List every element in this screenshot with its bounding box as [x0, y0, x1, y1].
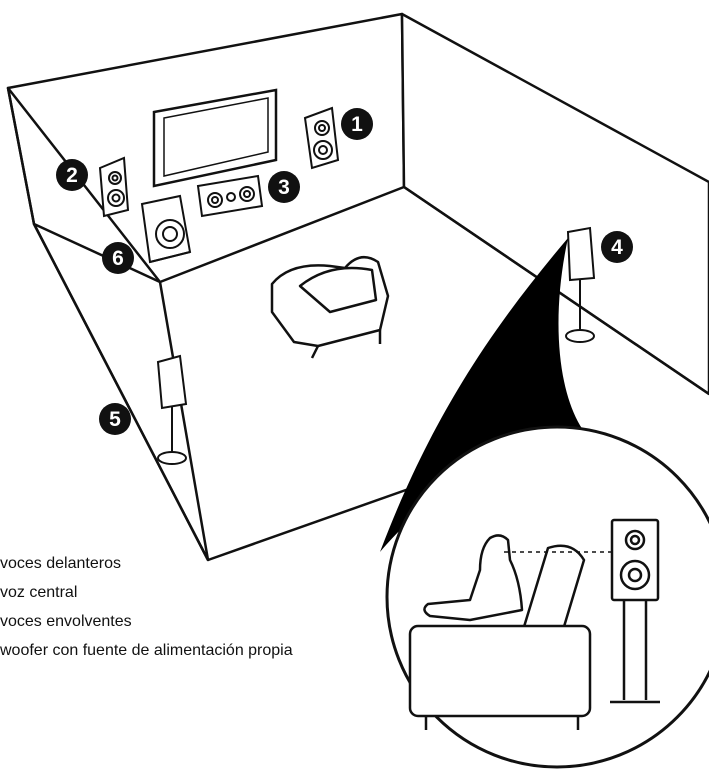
marker-6-badge — [102, 242, 134, 274]
surround-right-speaker — [565, 226, 596, 343]
marker-2-label: 2 — [66, 164, 78, 187]
markers: 1 2 3 4 5 6 — [56, 108, 633, 435]
legend-item-subwoofer: woofer con fuente de alimentación propia — [0, 642, 293, 659]
room-edge-front — [32, 223, 210, 561]
subwoofer — [140, 194, 192, 264]
surround-left-speaker — [156, 354, 188, 465]
marker-2-badge — [56, 159, 88, 191]
marker-4-badge — [601, 231, 633, 263]
marker-6-label: 6 — [112, 247, 124, 270]
legend: voces delanteros voz central voces envol… — [0, 549, 380, 665]
legend-item-center: voz central — [0, 584, 78, 601]
legend-item-surround: voces envolventes — [0, 613, 132, 630]
center-speaker — [196, 174, 264, 218]
room-edge-floor-front — [207, 483, 421, 562]
marker-4-label: 4 — [611, 236, 623, 259]
marker-1-label: 1 — [351, 113, 363, 136]
zoom-callout-wedge — [380, 238, 600, 552]
marker-3-badge — [268, 171, 300, 203]
detail-circle — [385, 425, 709, 769]
front-left-speaker — [98, 156, 130, 218]
legend-item-front: voces delanteros — [0, 555, 121, 572]
tv — [152, 88, 278, 188]
room-right-wall — [400, 12, 709, 396]
front-right-speaker — [303, 106, 340, 170]
marker-5-label: 5 — [109, 408, 121, 431]
marker-3-label: 3 — [278, 176, 290, 199]
marker-5-badge — [99, 403, 131, 435]
room-armchair — [270, 255, 390, 359]
marker-1-badge — [341, 108, 373, 140]
detail-speaker — [610, 518, 660, 704]
